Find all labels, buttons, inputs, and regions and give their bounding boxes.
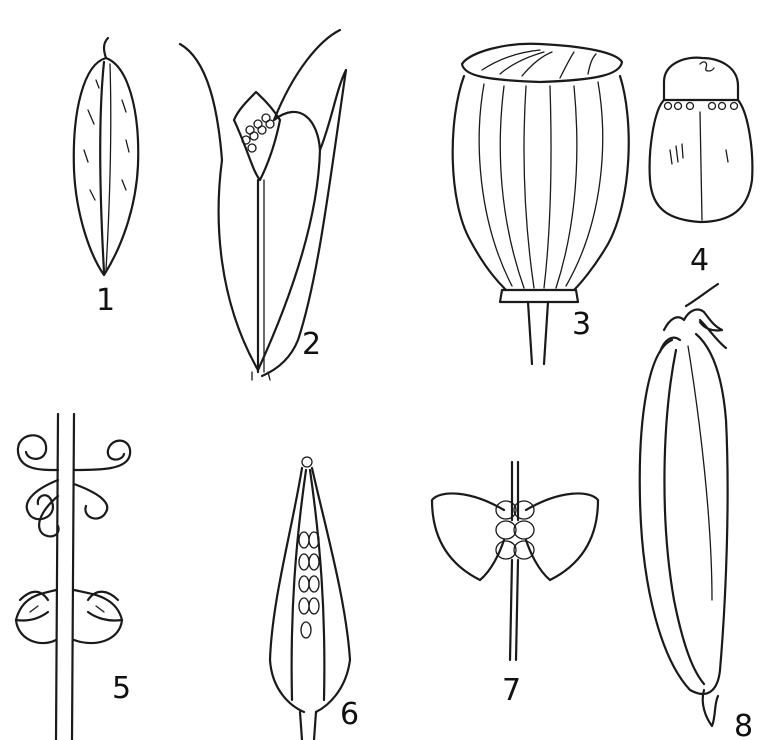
figure-label-7: 7: [502, 673, 521, 708]
figure-label-3: 3: [572, 307, 591, 342]
coiled-valves-icon: 5: [16, 414, 131, 740]
figure-label-6: 6: [340, 697, 359, 732]
dehiscent-capsule-icon: 2: [180, 30, 346, 380]
legume-pod-icon: 8: [640, 284, 753, 740]
figure-label-5: 5: [112, 671, 131, 706]
figure-label-8: 8: [734, 709, 753, 740]
figure-label-4: 4: [690, 243, 709, 278]
pyxis-capsule-icon: 4: [650, 58, 753, 278]
figure-label-2: 2: [302, 327, 321, 362]
seed-pod-icon: 1: [74, 38, 138, 318]
silique-icon: 6: [270, 457, 359, 740]
silicle-icon: 7: [432, 462, 598, 708]
poppy-capsule-icon: 3: [453, 44, 629, 364]
figure-label-1: 1: [96, 283, 115, 318]
